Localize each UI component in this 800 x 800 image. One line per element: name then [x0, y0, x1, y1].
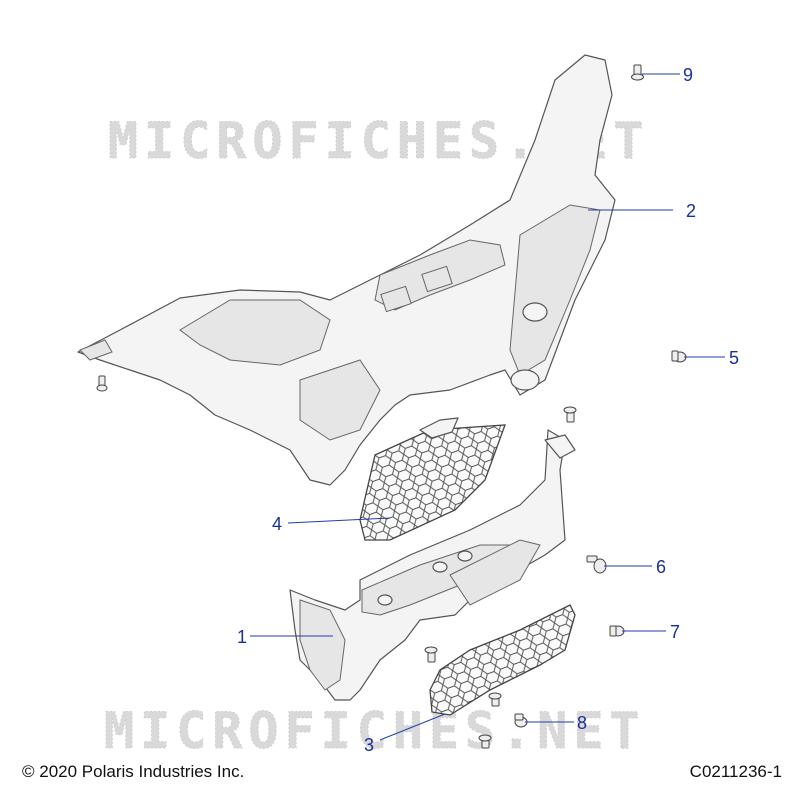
- fastener-5: [671, 350, 687, 363]
- fastener-6: [586, 555, 607, 574]
- upper-grille-mesh: [359, 417, 506, 541]
- fastener-left: [96, 375, 108, 392]
- callout-9: 9: [642, 65, 693, 85]
- fastener-9: [631, 64, 644, 81]
- callout-5-label: 5: [729, 348, 739, 368]
- fastener-mid: [563, 406, 577, 423]
- callout-3-label: 3: [364, 735, 374, 755]
- callout-9-label: 9: [683, 65, 693, 85]
- callout-7-label: 7: [670, 622, 680, 642]
- fastener-lower-left: [424, 646, 438, 663]
- callout-6-label: 6: [656, 557, 666, 577]
- lower-grille-mesh: [429, 604, 576, 716]
- drawing-id-text: C0211236-1: [689, 762, 782, 781]
- callout-4: 4: [272, 514, 391, 534]
- callout-8-label: 8: [577, 713, 587, 733]
- callout-2: 2: [588, 201, 696, 221]
- fastener-7: [609, 625, 625, 637]
- callout-5: 5: [684, 348, 739, 368]
- upper-bumper-frame: [77, 54, 616, 486]
- callout-6: 6: [604, 557, 666, 577]
- lower-bumper-frame: [289, 429, 576, 701]
- callout-4-label: 4: [272, 514, 282, 534]
- callout-3: 3: [364, 713, 446, 755]
- callout-2-label: 2: [686, 201, 696, 221]
- watermark-bottom: MICROFICHES.NET: [104, 702, 646, 760]
- fastener-lower-mid: [488, 692, 502, 707]
- callout-1-label: 1: [237, 627, 247, 647]
- callout-7: 7: [622, 622, 680, 642]
- callout-8: 8: [525, 713, 587, 733]
- fastener-bottom: [478, 734, 492, 749]
- copyright-text: © 2020 Polaris Industries Inc.: [22, 762, 245, 781]
- callout-1: 1: [237, 627, 333, 647]
